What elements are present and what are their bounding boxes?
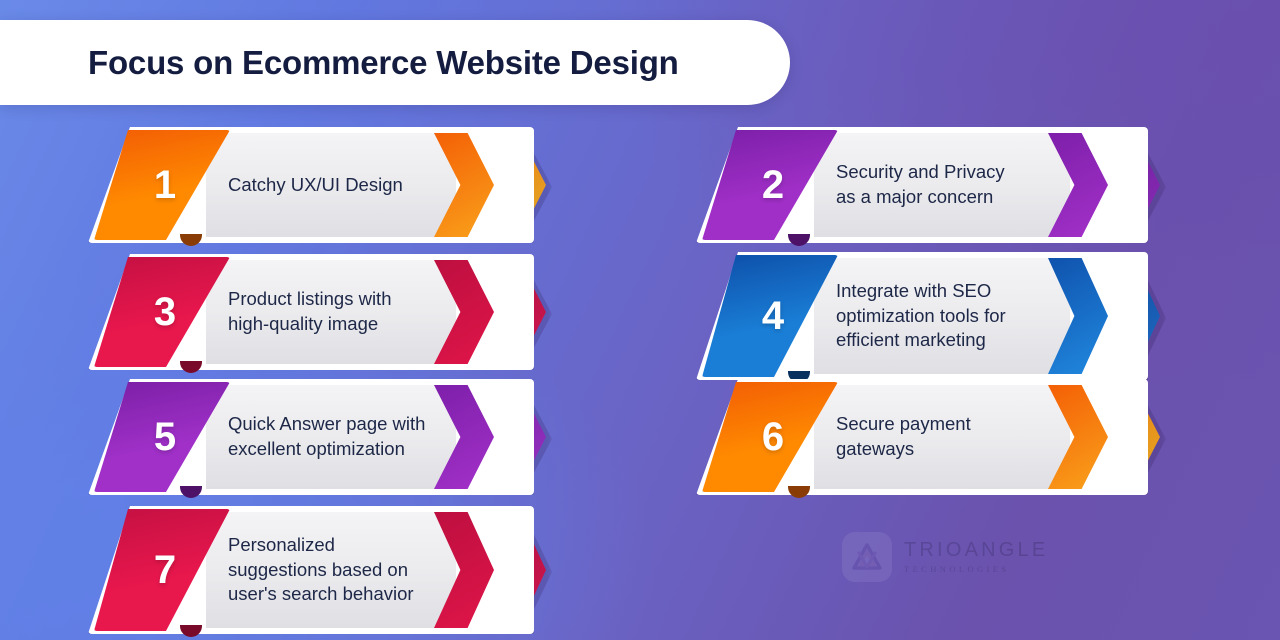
card-body: Personalized suggestions based on user's… bbox=[206, 512, 456, 628]
feature-card-4: Integrate with SEO optimization tools fo… bbox=[696, 252, 1166, 383]
page-title: Focus on Ecommerce Website Design bbox=[88, 43, 679, 81]
card-fold-corner bbox=[788, 234, 810, 246]
card-fold-corner bbox=[180, 625, 202, 637]
card-body: Catchy UX/UI Design bbox=[206, 133, 456, 237]
card-text-5: Quick Answer page with excellent optimiz… bbox=[228, 413, 426, 459]
watermark-brand: TRIOANGLE bbox=[904, 539, 1049, 562]
card-body: Product listings with high-quality image bbox=[206, 260, 456, 364]
card-number-6: 6 bbox=[761, 414, 785, 459]
card-text-3: Product listings with high-quality image bbox=[228, 288, 392, 334]
watermark-subtitle: TECHNOLOGIES bbox=[904, 564, 1010, 575]
card-fold-corner bbox=[180, 486, 202, 498]
card-number-5: 5 bbox=[153, 414, 177, 459]
card-text-2: Security and Privacy as a major concern bbox=[836, 161, 1005, 207]
card-body: Secure payment gateways bbox=[814, 385, 1070, 489]
card-text-7: Personalized suggestions based on user's… bbox=[228, 534, 414, 605]
watermark-text: TRIOANGLE TECHNOLOGIES bbox=[904, 540, 1048, 574]
card-body: Integrate with SEO optimization tools fo… bbox=[814, 258, 1070, 374]
trioangle-logo-icon bbox=[842, 532, 892, 582]
card-number-4: 4 bbox=[761, 293, 785, 338]
feature-card-6: Secure payment gateways 6 bbox=[696, 379, 1166, 498]
card-body: Security and Privacy as a major concern bbox=[814, 133, 1070, 237]
card-text-1: Catchy UX/UI Design bbox=[228, 173, 403, 195]
feature-card-2: Security and Privacy as a major concern 2 bbox=[696, 127, 1166, 246]
header-banner: Focus on Ecommerce Website Design bbox=[0, 20, 790, 105]
card-fold-corner bbox=[180, 234, 202, 246]
card-body: Quick Answer page with excellent optimiz… bbox=[206, 385, 456, 489]
card-fold-corner bbox=[180, 361, 202, 373]
card-number-1: 1 bbox=[153, 162, 177, 207]
card-text-4: Integrate with SEO optimization tools fo… bbox=[836, 280, 1006, 351]
card-number-3: 3 bbox=[153, 289, 177, 334]
card-number-2: 2 bbox=[761, 162, 785, 207]
card-fold-corner bbox=[788, 486, 810, 498]
feature-card-5: Quick Answer page with excellent optimiz… bbox=[88, 379, 552, 498]
card-text-6: Secure payment gateways bbox=[836, 413, 971, 459]
feature-card-1: Catchy UX/UI Design 1 bbox=[88, 127, 552, 246]
feature-card-3: Product listings with high-quality image… bbox=[88, 254, 552, 373]
card-number-7: 7 bbox=[153, 547, 177, 592]
watermark-logo: TRIOANGLE TECHNOLOGIES bbox=[842, 532, 1048, 582]
feature-card-7: Personalized suggestions based on user's… bbox=[88, 506, 552, 637]
